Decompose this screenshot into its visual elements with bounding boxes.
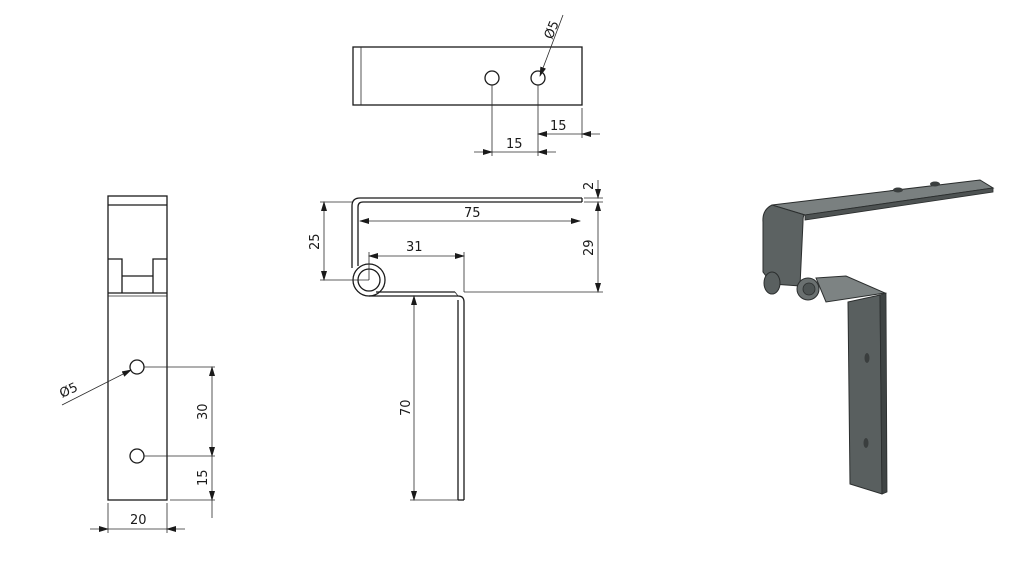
side-width-label: 20 — [130, 513, 147, 528]
isometric-view — [762, 179, 995, 495]
upper-height-label: 25 — [308, 233, 323, 250]
hole-top-1 — [484, 70, 500, 86]
top-length-label: 75 — [464, 206, 481, 221]
offset-height-label: 29 — [582, 239, 597, 256]
side-hole-spacing-label: 30 — [196, 403, 211, 420]
leg-length-label: 70 — [399, 399, 414, 416]
side-edge-to-hole-label: 15 — [196, 469, 211, 486]
iso-hole-1 — [893, 187, 903, 193]
iso-hole-3 — [864, 353, 870, 363]
side-view: Ø5 30 15 20 — [57, 195, 215, 533]
top-hole-diameter-label: Ø5 — [542, 19, 563, 42]
hole-side-2 — [129, 448, 145, 464]
front-view: 2 29 75 25 31 70 — [308, 180, 603, 501]
iso-hole-4 — [863, 438, 869, 448]
top-edge-to-hole-label: 15 — [550, 119, 567, 134]
knuckle-to-bend-label: 31 — [406, 240, 423, 255]
thickness-label: 2 — [582, 182, 597, 190]
side-hole-diameter-label: Ø5 — [57, 380, 80, 401]
iso-hole-2 — [930, 181, 940, 187]
top-view: Ø5 15 15 — [352, 14, 600, 156]
top-hole-spacing-label: 15 — [506, 137, 523, 152]
hole-top-2 — [530, 70, 546, 86]
hole-side-1 — [129, 359, 145, 375]
